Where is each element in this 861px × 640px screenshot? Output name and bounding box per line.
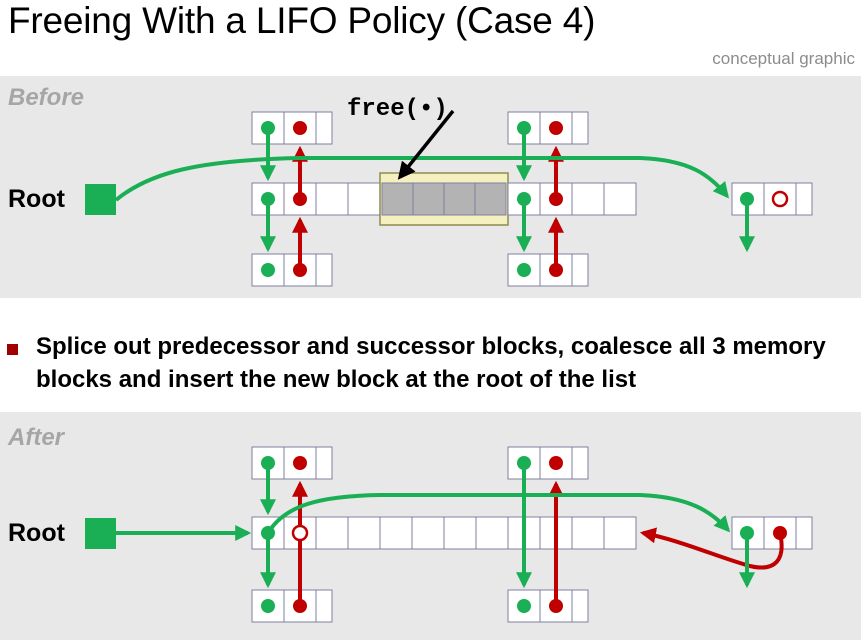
- null-prev-pointer: [771, 190, 789, 208]
- root-pointer-arrow: [114, 156, 730, 202]
- before-root-label: Root: [8, 185, 65, 213]
- new-block-next-arrow: [266, 493, 731, 535]
- slide-title: Freeing With a LIFO Policy (Case 4): [8, 0, 596, 41]
- root-node: [85, 518, 116, 549]
- slide-subtitle: conceptual graphic: [712, 49, 855, 68]
- bullet-marker: [7, 344, 18, 355]
- after-diagram: [85, 446, 813, 623]
- before-left-top-block: [251, 111, 333, 145]
- coalesced-block: [251, 516, 637, 550]
- freed-block: [381, 182, 507, 216]
- after-root-label: Root: [8, 519, 65, 547]
- head-prev-pointer-arrow: [639, 527, 784, 570]
- before-diagram: [85, 109, 813, 287]
- after-right-top-block: [507, 446, 589, 480]
- free-call-label: free(•): [347, 96, 448, 123]
- bullet-text: Splice out predecessor and successor blo…: [36, 333, 826, 393]
- before-label: Before: [8, 84, 85, 111]
- after-label: After: [8, 424, 65, 451]
- free-pointer-arrow: [397, 109, 455, 180]
- root-node: [85, 184, 116, 215]
- after-null-prev-pointer: [291, 524, 309, 542]
